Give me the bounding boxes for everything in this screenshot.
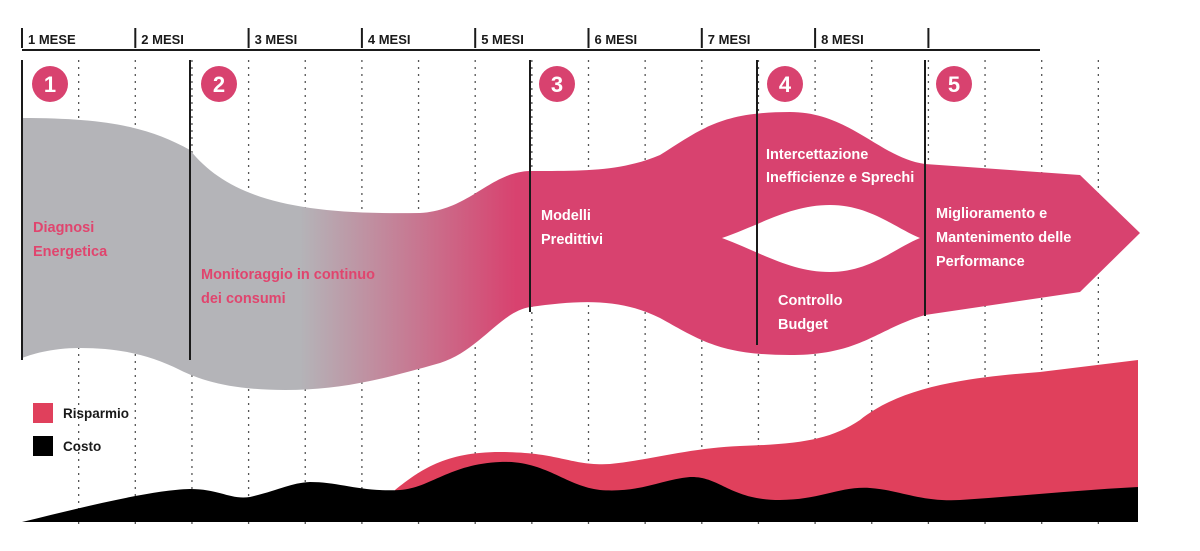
month-label-4: 4 MESI bbox=[368, 32, 411, 47]
legend-label-risparmio: Risparmio bbox=[63, 406, 129, 421]
phase-labels: Diagnosi Energetica Monitoraggio in cont… bbox=[33, 147, 1071, 333]
phase-monitoraggio-line1: Monitoraggio in continuo bbox=[201, 267, 375, 283]
step-number-5: 5 bbox=[948, 72, 960, 97]
legend: Risparmio Costo bbox=[33, 403, 129, 456]
month-label-6: 6 MESI bbox=[595, 32, 638, 47]
month-ticks: 1 MESE 2 MESI 3 MESI 4 MESI 5 MESI 6 MESI 7 ME… bbox=[21, 28, 930, 48]
phase-diagnosi-line1: Diagnosi bbox=[33, 220, 94, 236]
phase-miglioramento-line3: Performance bbox=[936, 254, 1025, 270]
step-number-1: 1 bbox=[44, 72, 56, 97]
phase-modelli-line2: Predittivi bbox=[541, 232, 603, 248]
month-label-1: 1 MESE bbox=[28, 32, 76, 47]
legend-swatch-costo bbox=[33, 436, 53, 456]
month-label-5: 5 MESI bbox=[481, 32, 524, 47]
step-badge-5: 5 bbox=[936, 66, 972, 102]
savings-cost-area bbox=[22, 360, 1138, 522]
phase-diagnosi-line2: Energetica bbox=[33, 244, 108, 260]
phase-monitoraggio-line2: dei consumi bbox=[201, 291, 286, 307]
phase-miglioramento-line1: Miglioramento e bbox=[936, 206, 1047, 222]
legend-swatch-risparmio bbox=[33, 403, 53, 423]
step-number-2: 2 bbox=[213, 72, 225, 97]
step-badge-4: 4 bbox=[767, 66, 803, 102]
month-label-8: 8 MESI bbox=[821, 32, 864, 47]
timeline-header: 1 MESE 2 MESI 3 MESI 4 MESI 5 MESI 6 MESI 7 ME… bbox=[21, 28, 1040, 51]
month-label-3: 3 MESI bbox=[255, 32, 298, 47]
step-badges: 1 2 3 4 5 bbox=[32, 66, 972, 102]
flow-band bbox=[22, 112, 1140, 390]
step-number-4: 4 bbox=[779, 72, 792, 97]
step-badge-3: 3 bbox=[539, 66, 575, 102]
cost-area bbox=[22, 461, 1138, 522]
phase-intercettazione-line2: Inefficienze e Sprechi bbox=[766, 170, 914, 186]
step-number-3: 3 bbox=[551, 72, 563, 97]
savings-area bbox=[395, 360, 1138, 522]
step-badge-1: 1 bbox=[32, 66, 68, 102]
month-label-2: 2 MESI bbox=[141, 32, 184, 47]
phase-miglioramento-line2: Mantenimento delle bbox=[936, 230, 1071, 246]
month-label-7: 7 MESI bbox=[708, 32, 751, 47]
branch-split-hole bbox=[722, 205, 920, 272]
phase-controllo-line2: Budget bbox=[778, 317, 828, 333]
phase-modelli-line1: Modelli bbox=[541, 208, 591, 224]
phase-controllo-line1: Controllo bbox=[778, 293, 843, 309]
phase-separators bbox=[21, 60, 926, 360]
legend-costo: Costo bbox=[33, 436, 101, 456]
legend-risparmio: Risparmio bbox=[33, 403, 129, 423]
step-badge-2: 2 bbox=[201, 66, 237, 102]
phase-intercettazione-line1: Intercettazione bbox=[766, 147, 868, 163]
legend-label-costo: Costo bbox=[63, 439, 101, 454]
